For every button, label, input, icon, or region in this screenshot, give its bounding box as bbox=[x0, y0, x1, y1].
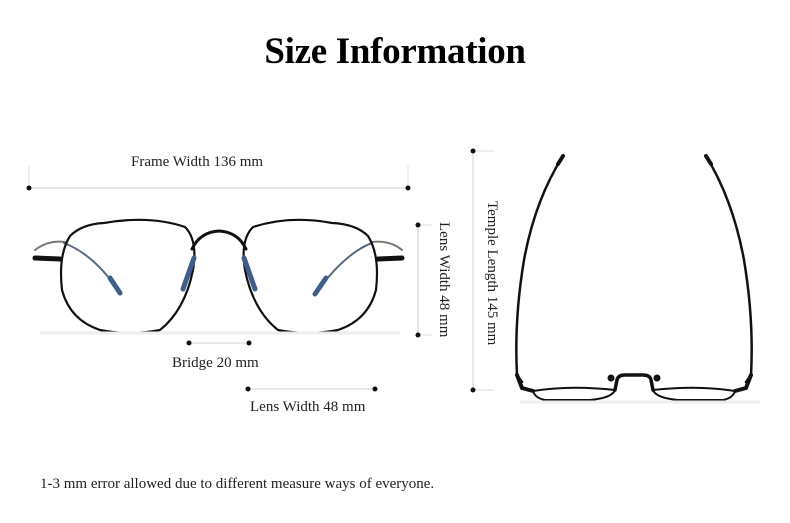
lens-height-dimension bbox=[415, 222, 432, 338]
lens-width-dimension bbox=[245, 386, 378, 392]
frame-width-dimension bbox=[26, 166, 411, 191]
lens-width-label: Lens Width 48 mm bbox=[250, 399, 366, 415]
measurement-note: 1-3 mm error allowed due to different me… bbox=[40, 476, 435, 492]
front-view-glasses bbox=[32, 218, 405, 335]
top-view-glasses bbox=[515, 154, 753, 401]
frame-width-label: Frame Width 136 mm bbox=[131, 154, 264, 170]
bridge-dimension bbox=[186, 340, 252, 346]
bridge-label: Bridge 20 mm bbox=[172, 355, 259, 371]
page-title: Size Information bbox=[264, 31, 526, 72]
temple-length-label: Temple Length 145 mm bbox=[484, 201, 500, 346]
lens-height-label: Lens Width 48 mm bbox=[436, 222, 452, 338]
temple-length-dimension bbox=[470, 148, 494, 393]
